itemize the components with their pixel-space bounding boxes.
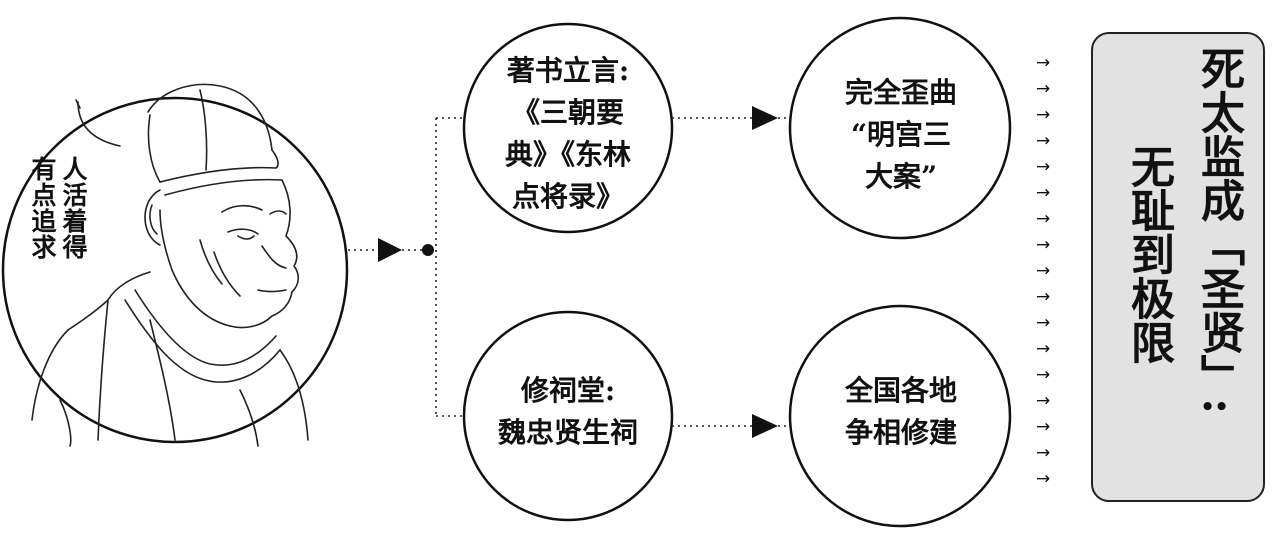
node-text-distort: 完全歪曲 “明宫三 大案” <box>808 72 994 198</box>
node-circle-distort <box>788 16 1012 240</box>
node-text-book-line: 著书立言: <box>506 54 630 87</box>
speech-text-right: 人活着得 <box>59 156 88 260</box>
arrow-glyph: → <box>1036 105 1051 125</box>
node-circle-book <box>462 22 674 234</box>
node-text-book-line: 《三朝要 <box>511 96 624 129</box>
node-text-nationwide-line: 全国各地 <box>844 374 957 407</box>
arrowhead-bottom <box>752 414 778 438</box>
node-text-shrine-line: 魏忠贤生祠 <box>497 416 638 449</box>
arrow-glyph: → <box>1036 443 1051 463</box>
arrow-glyph: → <box>1036 79 1051 99</box>
arrowhead-portrait <box>378 238 402 262</box>
arrow-glyph: → <box>1036 53 1051 73</box>
arrow-glyph: → <box>1036 469 1051 489</box>
node-text-shrine-line: 修祠堂: <box>520 374 616 407</box>
speech-text-left: 有点追求 <box>28 156 57 260</box>
arrow-glyph: → <box>1036 339 1051 359</box>
arrow-column: → → → → → → → → → → → → → → → → → <box>1036 50 1062 492</box>
arrow-glyph: → <box>1036 131 1051 151</box>
arrow-glyph: → <box>1036 209 1051 229</box>
arrowhead-top <box>752 106 778 130</box>
arrow-glyph: → <box>1036 391 1051 411</box>
node-text-book: 著书立言: 《三朝要 典》《东林 点将录》 <box>468 50 668 218</box>
conclusion-line-1: 死太监成「圣贤」: <box>1193 46 1244 415</box>
arrow-glyph: → <box>1036 261 1051 281</box>
node-text-nationwide: 全国各地 争相修建 <box>808 370 994 454</box>
arrow-glyph: → <box>1036 287 1051 307</box>
arrow-glyph: → <box>1036 235 1051 255</box>
node-circle-shrine <box>462 310 674 522</box>
conclusion-box: 死太监成「圣贤」: 无耻到极限 <box>1091 32 1265 502</box>
arrow-glyph: → <box>1036 313 1051 333</box>
node-text-book-line: 典》《东林 <box>504 138 631 171</box>
portrait-circle <box>1 96 349 444</box>
node-text-distort-line: “明宫三 <box>850 118 952 151</box>
node-text-nationwide-line: 争相修建 <box>844 416 957 449</box>
arrow-glyph: → <box>1036 183 1051 203</box>
node-text-shrine: 修祠堂: 魏忠贤生祠 <box>468 370 668 454</box>
official-portrait-illustration <box>31 83 309 447</box>
node-text-distort-line: 大案” <box>864 160 938 193</box>
node-circle-nationwide <box>788 304 1012 528</box>
conclusion-line-2: 无耻到极限 <box>1123 144 1174 364</box>
node-text-distort-line: 完全歪曲 <box>844 76 957 109</box>
branch-dot <box>422 244 434 256</box>
arrow-glyph: → <box>1036 417 1051 437</box>
arrow-glyph: → <box>1036 365 1051 385</box>
arrow-glyph: → <box>1036 157 1051 177</box>
node-text-book-line: 点将录》 <box>511 180 624 213</box>
